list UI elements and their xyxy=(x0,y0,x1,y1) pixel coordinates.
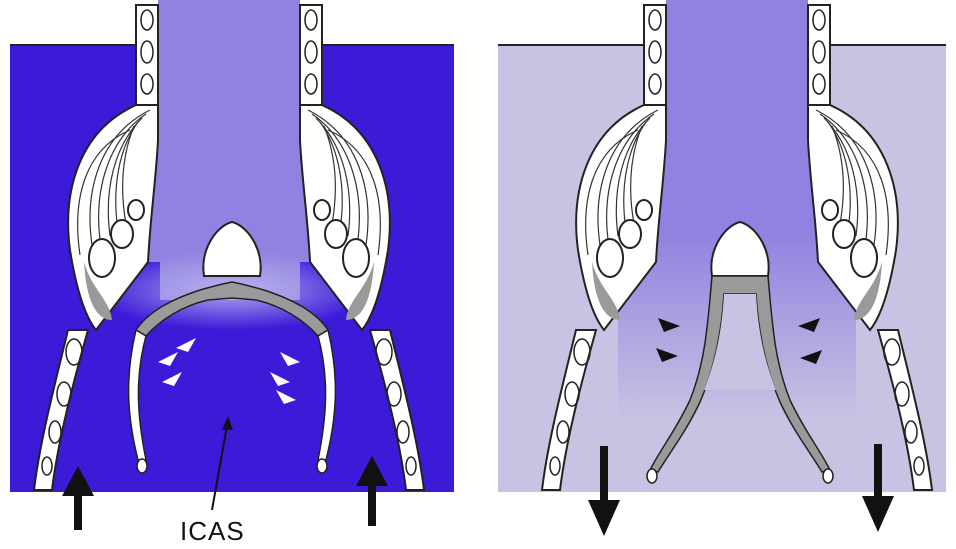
right-tube-wall-right xyxy=(808,5,830,105)
left-tube-wall-left xyxy=(136,5,158,105)
left-panel: ICAS xyxy=(10,0,454,546)
right-panel xyxy=(498,0,946,536)
left-tube-wall-right xyxy=(300,5,322,105)
right-tube-wall-left xyxy=(644,5,666,105)
icas-label: ICAS xyxy=(180,516,245,546)
